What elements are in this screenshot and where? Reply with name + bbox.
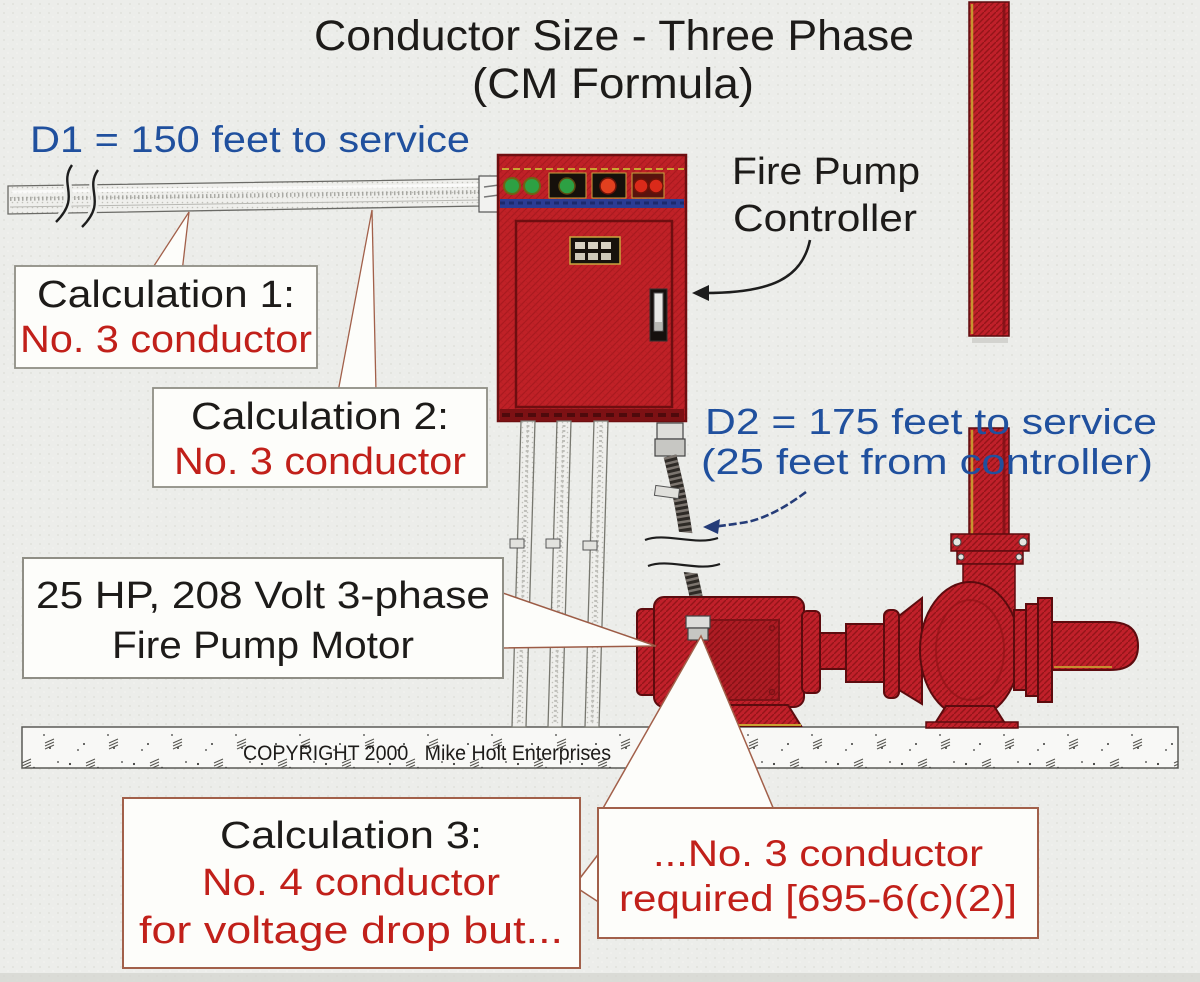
motor-label-line2: Fire Pump Motor	[112, 625, 414, 667]
green-light-icon	[503, 177, 521, 195]
calc2-title: Calculation 2:	[191, 396, 449, 438]
arrowhead-icon	[703, 519, 720, 534]
red-light-icon	[648, 178, 664, 194]
required-line2: required [695-6(c)(2)]	[619, 878, 1017, 919]
pipe-flange	[950, 533, 1030, 565]
fire-pump-controller	[496, 153, 688, 423]
green-light-icon	[558, 177, 576, 195]
calc3-body2: for voltage drop but...	[139, 910, 563, 952]
standpipe	[950, 1, 1030, 621]
pipe-break-shadow	[972, 338, 1008, 343]
required-box	[597, 807, 1039, 939]
calc3-box	[122, 797, 581, 969]
calc3-title: Calculation 3:	[220, 815, 482, 857]
rigid-conduits	[509, 420, 609, 728]
controller-label-line1: Fire Pump	[732, 151, 920, 193]
red-light-icon	[599, 177, 617, 195]
fire-pump-motor	[636, 581, 1140, 729]
floor	[21, 726, 1179, 769]
indicator-lights	[503, 172, 665, 199]
red-light-icon	[633, 178, 649, 194]
calc1-body: No. 3 conductor	[20, 319, 312, 361]
controller-label-line2: Controller	[733, 198, 917, 240]
required-line1: ...No. 3 conductor	[653, 833, 983, 874]
conduit-clamp	[509, 538, 525, 549]
pump-shaft	[819, 632, 847, 670]
calc2-body: No. 3 conductor	[174, 441, 466, 483]
copyright-text: COPYRIGHT 2000 Mike Holt Enterprises	[243, 742, 611, 765]
d2-distance-label-line1: D2 = 175 feet to service	[705, 401, 1157, 442]
flex-break-marks	[642, 530, 723, 574]
discharge-cap-pipe	[1051, 621, 1140, 671]
d2-arrow	[703, 490, 807, 534]
page-title-line1: Conductor Size - Three Phase	[314, 12, 914, 60]
conduit-break-marks	[53, 162, 102, 230]
calc2-box	[152, 387, 488, 488]
cabinet-bottom-band	[500, 409, 684, 421]
d1-distance-label: D1 = 150 feet to service	[30, 119, 470, 160]
arrowhead-icon	[692, 285, 709, 301]
calc1-box	[14, 265, 318, 369]
motor-label-box	[22, 557, 504, 679]
d2-distance-label-line2: (25 feet from controller)	[701, 441, 1153, 482]
flex-clamp	[653, 484, 681, 500]
conduit-clamp	[582, 540, 598, 551]
controller-door	[514, 219, 674, 409]
flex-fitting-top	[656, 422, 684, 440]
service-conduit	[7, 162, 506, 230]
coupling-disc	[883, 609, 900, 699]
scan-bottom-edge	[0, 973, 1200, 982]
conduit-clamp	[545, 538, 561, 549]
controller-display	[569, 236, 621, 265]
motor-conduit-fitting	[685, 615, 711, 641]
calc1-title: Calculation 1:	[37, 274, 295, 316]
door-handle	[649, 288, 668, 342]
controller-arrow	[692, 239, 812, 301]
calc3-body1: No. 4 conductor	[202, 862, 500, 904]
green-light-icon	[523, 177, 541, 195]
motor-label-line1: 25 HP, 208 Volt 3-phase	[36, 575, 490, 617]
page-title-line2: (CM Formula)	[472, 60, 754, 108]
